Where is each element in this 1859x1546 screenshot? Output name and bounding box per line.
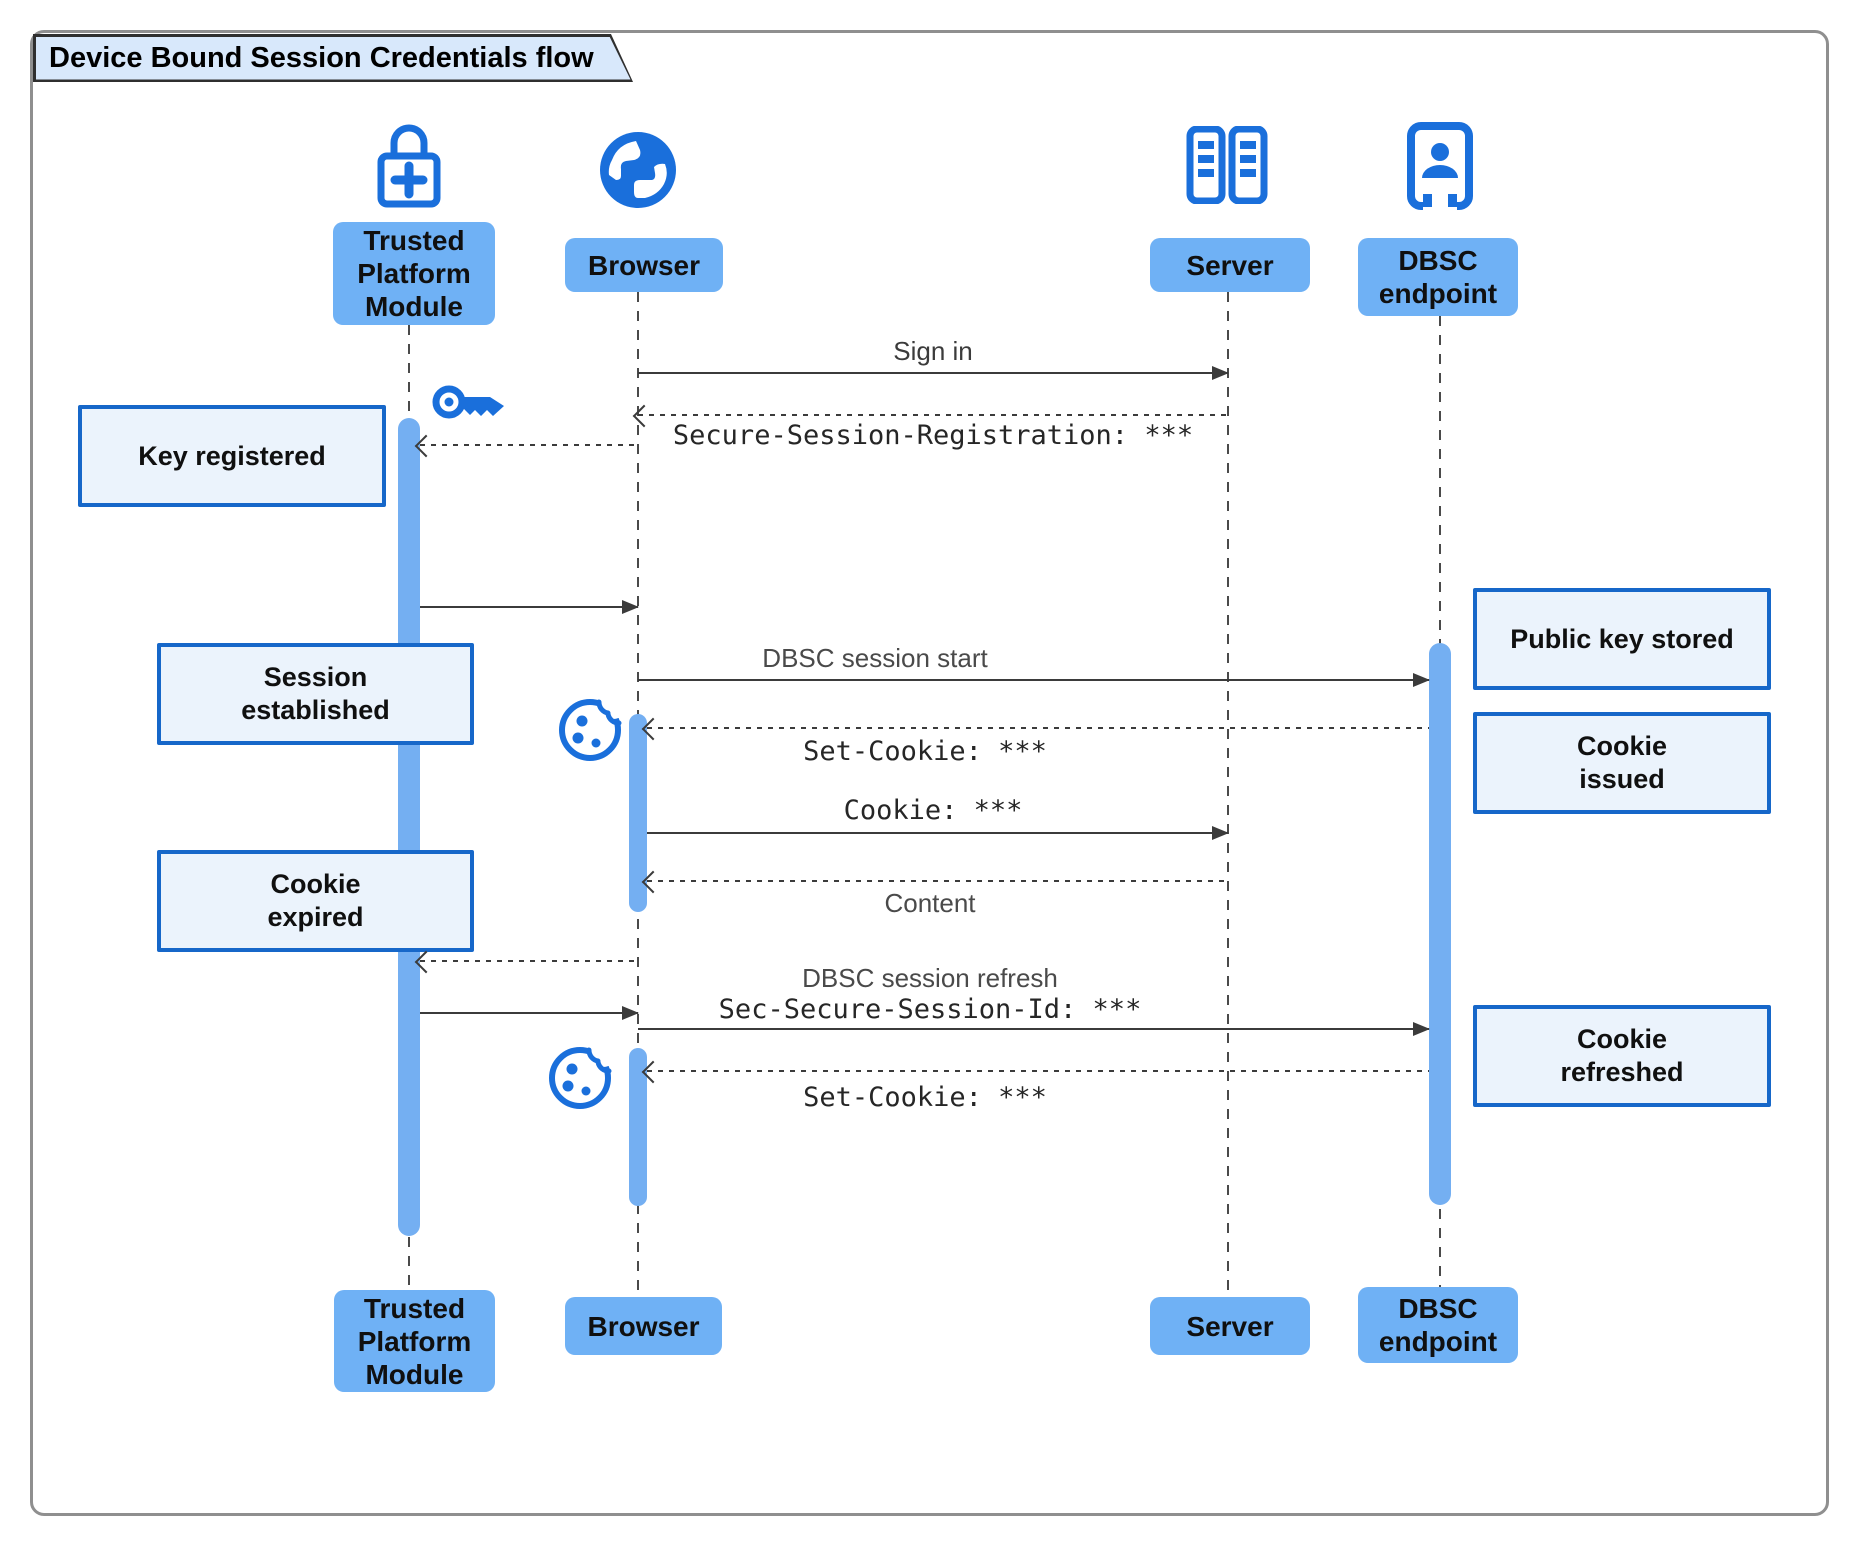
message-set-cookie-2-label: Set-Cookie: *** [803,1082,1047,1113]
message-set-cookie-1-label: Set-Cookie: *** [803,736,1047,767]
arrowhead-icon [1212,366,1229,380]
note-cookie-issued: Cookie issued [1473,712,1771,814]
message-secure-session-id-label: Sec-Secure-Session-Id: *** [718,994,1142,1025]
note-session-established: Session established [157,643,474,745]
key-icon [432,385,504,419]
message-sign-in-line [638,366,1229,380]
note-cookie-refreshed: Cookie refreshed [1473,1005,1771,1107]
diagram-frame [30,30,1829,1516]
actor-bottom-server: Server [1150,1297,1310,1355]
arrowhead-icon [1413,1022,1430,1036]
actor-top-tpm: Trusted Platform Module [333,222,495,325]
message-register-key-line [414,434,638,458]
actor-bottom-dbsc: DBSC endpoint [1358,1287,1518,1363]
actor-top-server: Server [1150,238,1310,292]
activation-tpm [398,418,420,1236]
actor-bottom-browser: Browser [565,1297,722,1355]
actor-top-browser: Browser [565,238,723,292]
kiosk-person-icon [1407,122,1473,210]
activation-browser-1 [629,714,647,912]
cookie-icon [559,692,625,761]
globe-icon [600,132,676,208]
message-dbsc-session-start-line [638,673,1430,687]
lifeline-server [1227,292,1229,1297]
message-set-cookie-1-line [641,717,1429,741]
arrowhead-icon [622,1006,639,1020]
arrowhead-icon [1413,673,1430,687]
title-tab-fill [36,37,631,80]
diagram-title: Device Bound Session Credentials flow [49,42,594,74]
message-sign-in-label: Sign in [893,336,973,366]
message-set-cookie-2-line [641,1060,1429,1084]
server-racks-icon [1186,126,1268,204]
message-dbsc-session-refresh-label: DBSC session refresh [802,963,1058,993]
arrowhead-icon [622,600,639,614]
activation-dbsc [1429,643,1451,1205]
message-key-ready-line [420,600,639,614]
message-key-proof-line [420,1006,639,1020]
arrowhead-icon [1212,826,1229,840]
message-refresh-key-line [414,950,638,974]
note-public-key-stored: Public key stored [1473,588,1771,690]
actor-bottom-tpm: Trusted Platform Module [334,1290,495,1392]
message-dbsc-session-start-label: DBSC session start [762,643,988,673]
note-key-registered: Key registered [78,405,386,507]
activation-browser-2 [629,1048,647,1206]
lock-plus-icon [377,124,441,208]
message-dbsc-session-refresh-line [638,1022,1430,1036]
message-content-label: Content [884,888,976,918]
message-cookie-label: Cookie: *** [843,795,1023,826]
actor-top-dbsc: DBSC endpoint [1358,238,1518,316]
note-cookie-expired: Cookie expired [157,850,474,952]
diagram-title-tab: Device Bound Session Credentials flow [33,34,633,82]
message-session-registration-label: Secure-Session-Registration: *** [672,420,1194,451]
cookie-icon [549,1040,615,1109]
message-content-line [641,870,1228,894]
message-cookie-line [647,826,1229,840]
message-session-registration-line [632,404,1228,428]
